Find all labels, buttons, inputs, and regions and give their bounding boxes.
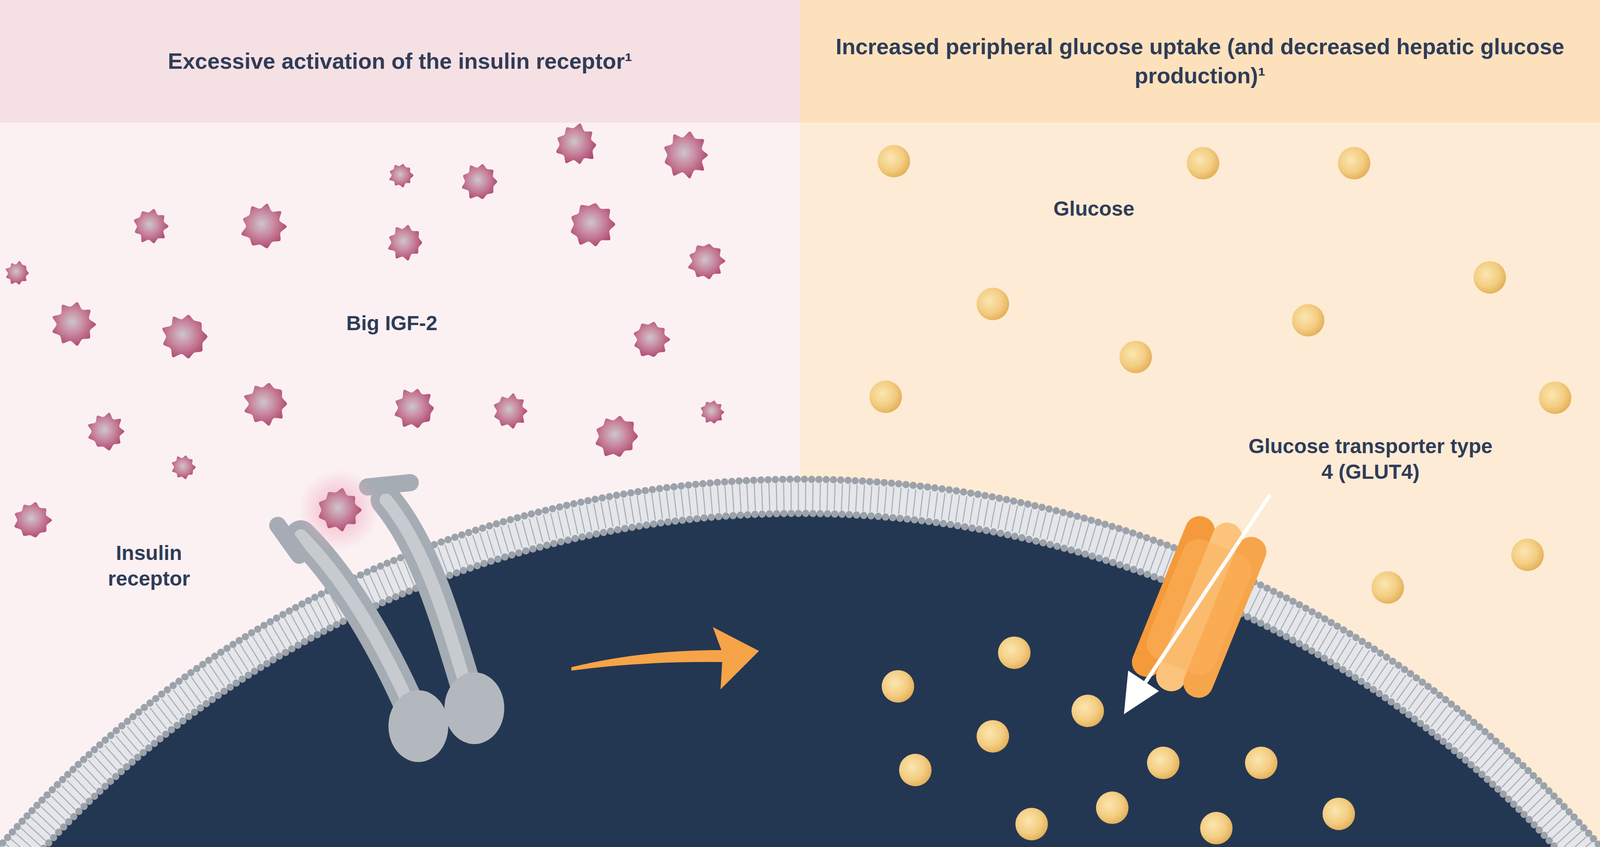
leader-arrow bbox=[1123, 494, 1271, 715]
glucose-molecule bbox=[1291, 304, 1325, 337]
glucose-molecule bbox=[1119, 341, 1153, 374]
igf2-molecule bbox=[244, 382, 288, 426]
igf2-molecule bbox=[241, 203, 287, 249]
igf2-molecule bbox=[570, 203, 616, 247]
glucose-molecule bbox=[1147, 747, 1180, 780]
igf2-molecule bbox=[388, 225, 423, 261]
glucose-molecule bbox=[1511, 538, 1544, 572]
glucose-molecule bbox=[1338, 147, 1371, 180]
igf2-molecule bbox=[14, 502, 53, 538]
glucose-molecule bbox=[1015, 808, 1048, 841]
leader-line bbox=[1141, 494, 1271, 689]
igf2-molecule bbox=[389, 164, 414, 188]
igf2-molecule bbox=[318, 488, 362, 532]
igf2-molecule bbox=[88, 412, 125, 451]
glut4-body bbox=[1141, 534, 1257, 681]
glucose-molecule bbox=[1538, 381, 1572, 415]
igf2-molecule bbox=[5, 261, 29, 285]
part-label: Glucose transporter type 4 (GLUT4) bbox=[1242, 433, 1499, 486]
glucose-molecule bbox=[1200, 812, 1233, 845]
header-text: Excessive activation of the insulin rece… bbox=[167, 47, 633, 77]
glucose-molecule bbox=[1186, 147, 1220, 180]
glucose-molecule bbox=[976, 288, 1009, 321]
receptor-bulb bbox=[444, 672, 505, 745]
igf2-layer bbox=[5, 123, 726, 538]
igf2-molecule bbox=[494, 393, 528, 430]
glucose-molecule bbox=[1473, 261, 1506, 294]
header-band: Excessive activation of the insulin rece… bbox=[0, 0, 800, 123]
igf2-molecule bbox=[162, 314, 208, 359]
glucose-molecule bbox=[877, 144, 911, 178]
glucose-molecule bbox=[1096, 791, 1129, 825]
lipid-heads-outer bbox=[0, 479, 1600, 847]
glucose-molecule bbox=[1071, 694, 1104, 728]
glucose-molecule bbox=[869, 380, 903, 414]
receptor-bulb bbox=[388, 690, 449, 763]
glucose-molecule bbox=[1371, 571, 1404, 604]
header-band: Increased peripheral glucose uptake (and… bbox=[800, 0, 1600, 123]
leader-head bbox=[1123, 670, 1159, 715]
binding-glow bbox=[298, 469, 380, 551]
signal-arrow bbox=[571, 627, 759, 690]
glucose-molecule bbox=[997, 636, 1031, 670]
glucose-molecule bbox=[899, 754, 932, 787]
part-label: Insulin receptor bbox=[93, 540, 205, 592]
igf2-molecule bbox=[595, 416, 639, 458]
bound-igf2 bbox=[318, 488, 362, 532]
part-label: Big IGF-2 bbox=[319, 310, 465, 337]
cell-body bbox=[0, 479, 1600, 847]
igf2-molecule bbox=[394, 388, 434, 429]
igf2-molecule bbox=[688, 244, 726, 280]
receptor-subunit bbox=[300, 535, 414, 715]
igf2-molecule bbox=[52, 302, 97, 346]
lipid-heads-inner bbox=[0, 513, 1600, 847]
igf2-molecule bbox=[461, 164, 498, 200]
header-text: Increased peripheral glucose uptake (and… bbox=[832, 32, 1568, 91]
glucose-molecule bbox=[976, 720, 1009, 753]
glucose-molecule bbox=[1322, 797, 1356, 831]
igf2-molecule bbox=[700, 400, 725, 424]
glucose-molecule bbox=[1244, 747, 1278, 780]
receptor-subunit bbox=[385, 500, 472, 705]
glucose-inside bbox=[881, 636, 1356, 845]
lipid-tails bbox=[0, 496, 1600, 847]
receptor-highlight bbox=[300, 535, 414, 715]
insulin-receptor bbox=[277, 469, 505, 763]
igf2-molecule bbox=[664, 131, 708, 179]
igf2-molecule bbox=[633, 322, 671, 358]
igf2-molecule bbox=[134, 208, 169, 244]
receptor-highlight bbox=[385, 500, 472, 705]
glucose-molecule bbox=[881, 670, 915, 703]
igf2-molecule bbox=[171, 455, 196, 480]
membrane-core bbox=[0, 496, 1600, 847]
part-label: Glucose bbox=[1029, 196, 1159, 222]
igf2-molecule bbox=[556, 123, 597, 165]
